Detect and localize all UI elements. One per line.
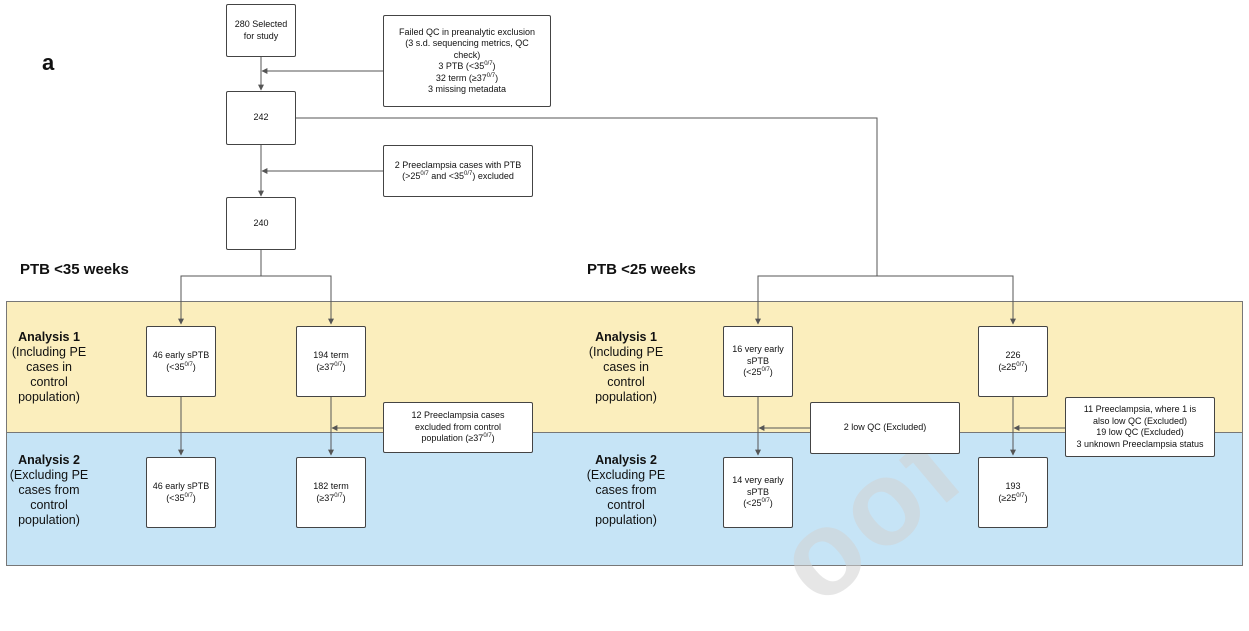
box-text: (≥250/7) [998,492,1028,503]
analysis-2-label-left: Analysis 2 (Excluding PE cases from cont… [8,453,90,528]
box-text: (≥370/7) [316,361,346,372]
panel-label: a [42,50,55,75]
box-242: 242 [226,91,296,145]
box-text: 182 term [313,481,349,491]
box-text: 16 very early [732,344,784,355]
box-a2-193: 193 (≥250/7) [978,457,1048,528]
box-text: 193 [1005,481,1021,491]
box-a1-226: 226 (≥250/7) [978,326,1048,397]
analysis-1-desc: (Including PE cases in control populatio… [588,345,664,404]
box-text: 32 term (≥370/7) [435,72,499,83]
box-text: 3 unknown Preeclampsia status [1076,438,1204,449]
box-pe-11-excluded: 11 Preeclampsia, where 1 is also low QC … [1065,397,1215,457]
box-text: (<350/7) [166,361,196,372]
box-pe-12-excluded: 12 Preeclampsia cases excluded from cont… [383,402,533,453]
box-text: 14 very early [732,475,784,486]
box-text: 46 early sPTB [152,481,210,491]
arrow-to-226 [877,275,1016,325]
box-text: 19 low QC (Excluded) [1096,427,1184,437]
arrow-240-to-early [178,250,262,325]
box-text: 3 PTB (<350/7) [438,61,496,71]
arrow-240-to-term [261,275,334,325]
analysis-1-title: Analysis 1 [18,330,80,344]
box-text: also low QC (Excluded) [1092,415,1188,426]
box-text: (≥250/7) [998,361,1028,372]
box-text: (<250/7) [743,498,773,509]
box-text: (3 s.d. sequencing metrics, QC [405,38,529,48]
box-text: sPTB [746,486,769,497]
box-text: 11 Preeclampsia, where 1 is [1083,404,1197,414]
analysis-1-title: Analysis 1 [595,330,657,344]
arrow-to-very-early [755,275,877,325]
analysis-1-label-right: Analysis 1 (Including PE cases in contro… [585,330,667,405]
box-a2-early-sptb: 46 early sPTB (<350/7) [146,457,216,528]
box-a1-very-early-sptb: 16 very early sPTB (<250/7) [723,326,793,397]
box-text: 194 term [313,350,349,360]
heading-ptb-25: PTB <25 weeks [587,261,696,278]
box-2-low-qc: 2 low QC (Excluded) [810,402,960,454]
box-text: check) [453,49,481,60]
box-280-selected: 280 Selected for study [226,4,296,57]
analysis-2-label-right: Analysis 2 (Excluding PE cases from cont… [585,453,667,528]
analysis-1-desc: (Including PE cases in control populatio… [11,345,87,404]
analysis-2-title: Analysis 2 [595,453,657,467]
box-text: 3 missing metadata [427,84,507,94]
connector-lines [178,57,1065,456]
box-text: 12 Preeclampsia cases [411,410,505,421]
box-text: excluded from control [414,421,502,432]
box-text: (<350/7) [166,492,196,503]
box-text: 226 [1005,350,1021,360]
line-242-right [295,117,878,276]
box-240: 240 [226,197,296,250]
box-text: Failed QC in preanalytic exclusion [398,26,536,37]
box-text: population (≥370/7) [421,433,495,444]
analysis-2-desc: (Excluding PE cases from control populat… [9,468,89,527]
box-qc-exclusion: Failed QC in preanalytic exclusion (3 s.… [383,15,551,107]
box-a2-term: 182 term (≥370/7) [296,457,366,528]
box-text: (<250/7) [743,367,773,378]
box-text: (≥370/7) [316,492,346,503]
box-text: (>250/7 and <350/7) excluded [402,171,514,181]
analysis-1-label-left: Analysis 1 (Including PE cases in contro… [8,330,90,405]
box-a2-very-early-sptb: 14 very early sPTB (<250/7) [723,457,793,528]
box-text: 2 Preeclampsia cases with PTB [394,159,522,170]
box-text: sPTB [746,355,769,366]
box-text: for study [243,30,279,41]
analysis-2-desc: (Excluding PE cases from control populat… [586,468,666,527]
box-preeclampsia-ptb: 2 Preeclampsia cases with PTB (>250/7 an… [383,145,533,197]
box-a1-term: 194 term (≥370/7) [296,326,366,397]
box-a1-early-sptb: 46 early sPTB (<350/7) [146,326,216,397]
analysis-2-title: Analysis 2 [18,453,80,467]
box-text: 46 early sPTB [152,350,210,360]
heading-ptb-35: PTB <35 weeks [20,261,129,278]
box-text: 280 Selected [234,19,288,29]
